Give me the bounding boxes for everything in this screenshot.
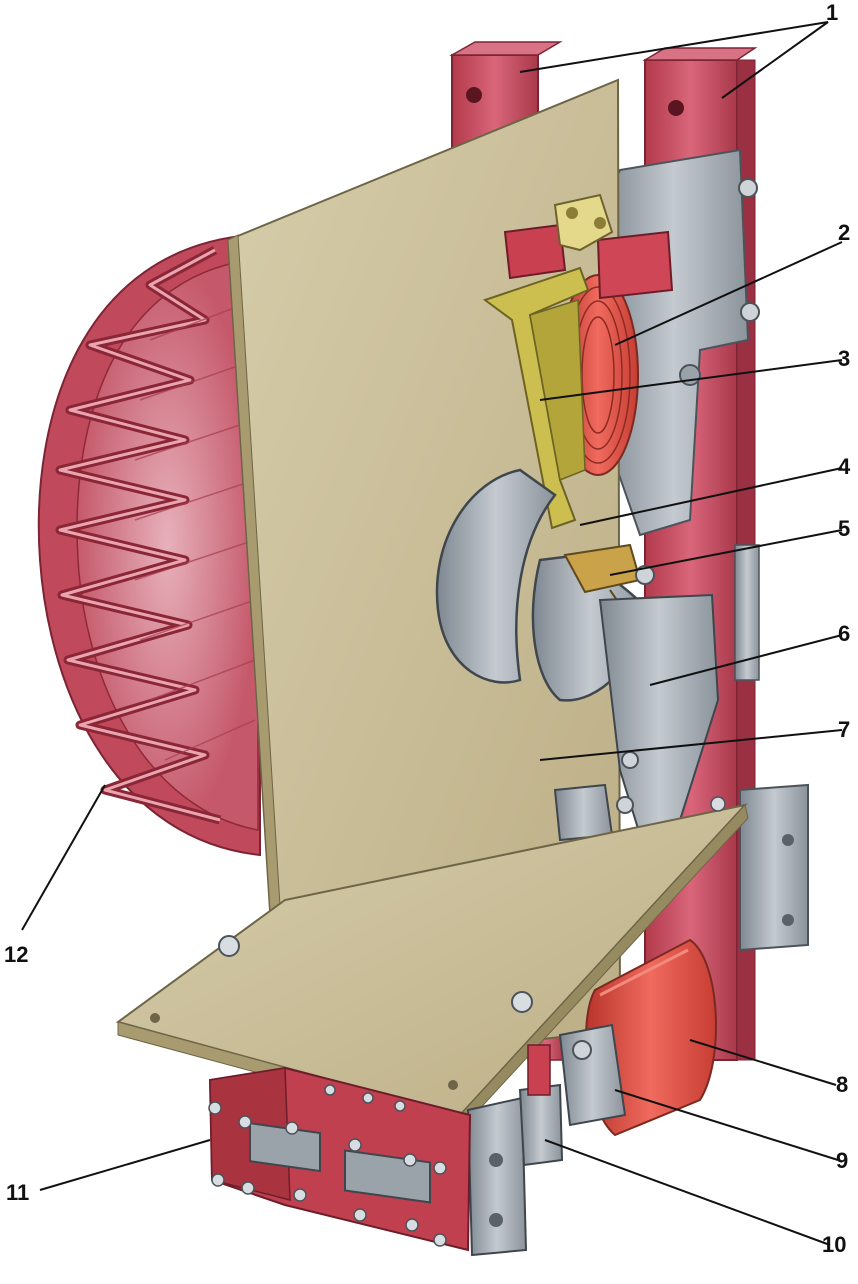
callout-1: 1 <box>826 0 838 25</box>
callout-5: 5 <box>838 516 850 541</box>
magnet-core <box>558 1023 627 1127</box>
callout-3: 3 <box>838 346 850 371</box>
callout-9: 9 <box>836 1148 848 1173</box>
callout-12: 12 <box>4 942 28 967</box>
callout-2: 2 <box>838 220 850 245</box>
callout-6: 6 <box>838 621 850 646</box>
callout-4: 4 <box>838 454 851 479</box>
callout-11: 11 <box>6 1180 29 1205</box>
callout-8: 8 <box>836 1072 848 1097</box>
leader-lines <box>21 21 843 1246</box>
moving-contact-arm <box>482 266 590 530</box>
side-bracket <box>734 544 809 952</box>
arc-chute <box>37 234 261 857</box>
callout-7: 7 <box>838 717 850 742</box>
terminal-block <box>208 1066 472 1252</box>
mounting-bracket <box>466 1044 564 1257</box>
callout-10: 10 <box>822 1232 846 1257</box>
top-clamp <box>503 193 674 300</box>
callout-labels: 1 2 3 4 5 6 7 8 9 10 11 12 <box>4 0 851 1257</box>
